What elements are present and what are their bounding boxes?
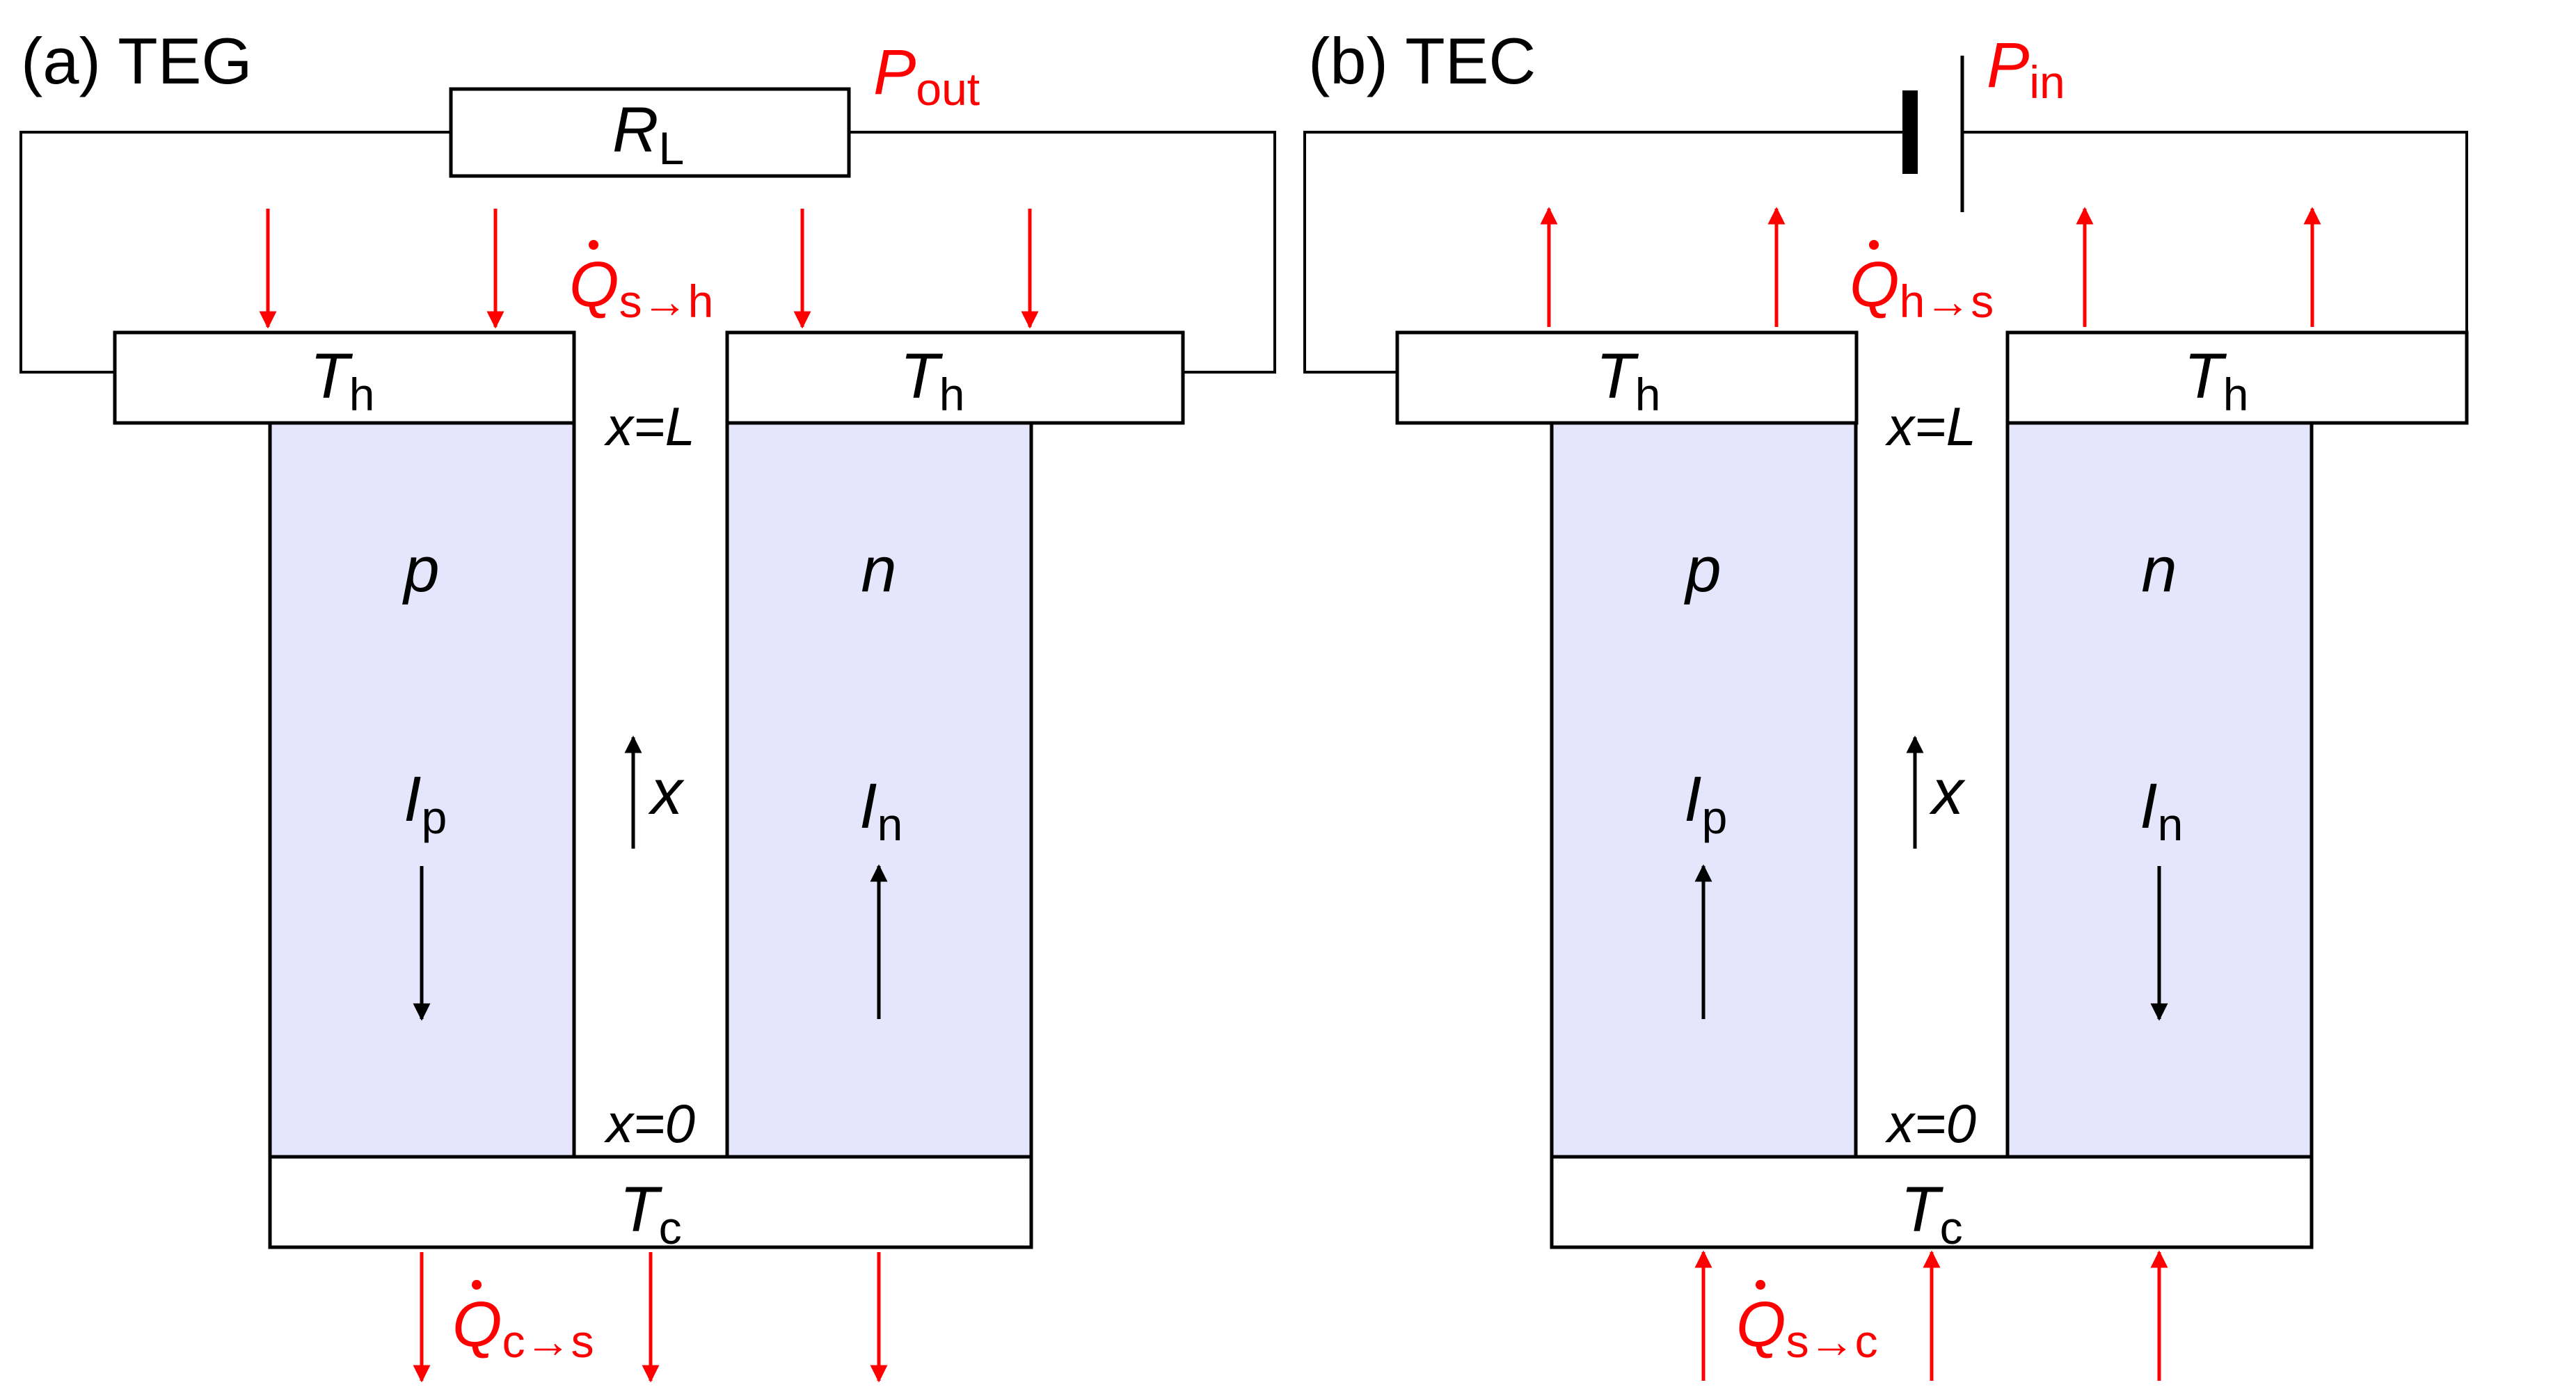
dot-icon <box>472 1280 482 1290</box>
dot-icon <box>1869 240 1879 250</box>
top-heat-label: Qs→h <box>569 240 713 327</box>
power-out-label: Pout <box>873 37 980 115</box>
panel-teg: (a) TEG RL Pout Th Th Tc p n <box>19 24 1276 1383</box>
x-axis-label: x <box>648 757 685 828</box>
hot-plate-right <box>2005 330 2469 425</box>
hot-temp-label-left: Th <box>310 341 375 420</box>
x-axis-label: x <box>1929 757 1966 828</box>
p-type-leg <box>268 421 576 1159</box>
circuit-wire-teg <box>19 131 1276 374</box>
x-bottom-label: x=0 <box>1884 1093 1976 1154</box>
load-resistor <box>449 87 851 178</box>
n-type-label: n <box>2141 534 2177 605</box>
dot-icon <box>1756 1280 1765 1290</box>
cold-plate <box>1550 1155 2314 1249</box>
hot-temp-label-left: Th <box>1596 341 1661 420</box>
n-current-label: In <box>859 771 903 850</box>
panel-title-tec: (b) TEC <box>1308 24 1536 97</box>
hot-plate-right <box>725 330 1185 425</box>
p-current-label: Ip <box>404 764 447 843</box>
x-top-label: x=L <box>603 396 695 457</box>
x-bottom-label: x=0 <box>603 1093 695 1154</box>
load-resistor-label: RL <box>612 95 684 174</box>
panel-title-teg: (a) TEG <box>21 24 253 97</box>
power-in-label: Pin <box>1987 30 2065 108</box>
hot-temp-label-right: Th <box>2184 341 2249 420</box>
hot-plate-left <box>1395 330 1859 425</box>
dot-icon <box>589 240 598 250</box>
svg-text:Qs→h: Qs→h <box>569 249 713 327</box>
top-heat-label: Qh→s <box>1850 240 1994 327</box>
svg-text:Qh→s: Qh→s <box>1850 249 1994 327</box>
p-current-label: Ip <box>1684 764 1727 843</box>
p-type-leg <box>1550 421 1858 1159</box>
n-current-label: In <box>2140 771 2183 850</box>
bottom-heat-label: Qs→c <box>1736 1280 1878 1367</box>
cold-temp-label: Tc <box>1900 1174 1962 1253</box>
svg-text:Qs→c: Qs→c <box>1736 1289 1878 1367</box>
panel-tec: (b) TEC Pin Th Th Tc p n Ip In <box>1303 24 2469 1381</box>
svg-text:Qc→s: Qc→s <box>452 1289 594 1367</box>
p-type-label: p <box>401 534 439 605</box>
cold-temp-label: Tc <box>619 1174 681 1253</box>
hot-temp-label-right: Th <box>900 341 965 420</box>
n-type-label: n <box>861 534 896 605</box>
bottom-heat-label: Qc→s <box>452 1280 594 1367</box>
p-type-label: p <box>1683 534 1721 605</box>
n-type-leg <box>2005 421 2314 1159</box>
cold-plate <box>268 1155 1033 1249</box>
n-type-leg <box>725 421 1033 1159</box>
x-top-label: x=L <box>1884 396 1976 457</box>
